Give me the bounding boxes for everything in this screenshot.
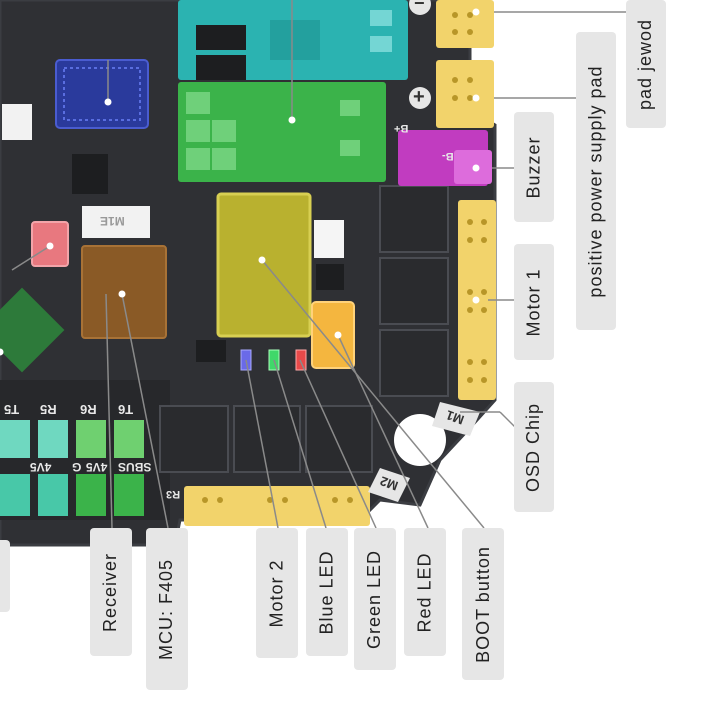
power-pad-positive bbox=[436, 60, 494, 128]
pad-dots bbox=[202, 12, 487, 503]
red-led bbox=[295, 349, 307, 371]
mosfet-r3 bbox=[379, 329, 449, 397]
silk-pad-t6: T6 bbox=[118, 402, 134, 417]
power-pad-top bbox=[436, 0, 494, 48]
label-receiver: Receiver bbox=[90, 528, 132, 656]
pad-green-1 bbox=[76, 420, 106, 458]
label-motor1-text: Motor 1 bbox=[523, 267, 544, 337]
olive-chip bbox=[216, 192, 312, 338]
silk-pad-4v5-b: 4V5 bbox=[86, 460, 108, 474]
orange-boot-button bbox=[311, 301, 355, 369]
component-2 bbox=[196, 340, 226, 362]
minus-circle bbox=[409, 0, 431, 15]
pad-green-4 bbox=[114, 474, 144, 516]
label-blue-led: Blue LED bbox=[306, 528, 348, 656]
navy-chip bbox=[55, 59, 149, 129]
green-pad-7 bbox=[340, 140, 360, 156]
silk-pad-t5: T5 bbox=[4, 402, 20, 417]
label-motor2: Motor 2 bbox=[256, 528, 298, 658]
label-red-led-text: Red LED bbox=[414, 551, 435, 633]
silk-pad-4v5-a: 4V5 bbox=[30, 460, 52, 474]
label-osd-chip-text: OSD Chip bbox=[523, 402, 544, 492]
mosfet-b1 bbox=[159, 405, 229, 473]
label-blue-led-text: Blue LED bbox=[316, 549, 337, 635]
mosfet-b2 bbox=[233, 405, 301, 473]
teal-small-pad-2 bbox=[370, 36, 392, 52]
label-buzzer: Buzzer bbox=[514, 112, 554, 222]
navy-chip-inner bbox=[63, 67, 141, 121]
pad-teal-2 bbox=[38, 420, 68, 458]
teal-small-pad bbox=[370, 10, 392, 26]
chip-top-2 bbox=[196, 55, 246, 80]
white-chip-left bbox=[2, 104, 32, 140]
label-receiver-text: Receiver bbox=[100, 552, 121, 632]
green-pad-5 bbox=[212, 148, 236, 170]
silk-plus: + bbox=[413, 86, 425, 108]
label-osd-chip: OSD Chip bbox=[514, 382, 554, 512]
label-green-led: Green LED bbox=[354, 528, 396, 670]
label-power-pad: pad jewod bbox=[626, 0, 666, 128]
label-motor1: Motor 1 bbox=[514, 244, 554, 360]
label-buzzer-text: Buzzer bbox=[523, 135, 544, 199]
label-boot-button-text: BOOT button bbox=[472, 545, 493, 663]
label-mcu-text: MCU: F405 bbox=[156, 558, 177, 660]
label-positive-power-supply-pad-text: positive power supply pad bbox=[585, 64, 606, 298]
plus-circle bbox=[409, 87, 431, 109]
pad-teal-1 bbox=[0, 420, 30, 458]
silk-chip-code: M1E bbox=[100, 214, 125, 228]
silk-minus: − bbox=[414, 0, 425, 13]
label-red-led: Red LED bbox=[404, 528, 446, 656]
green-pad-3 bbox=[186, 148, 210, 170]
silk-pad-r6: R6 bbox=[80, 402, 97, 417]
label-positive-power-supply-pad: positive power supply pad bbox=[576, 32, 616, 330]
leader-lines bbox=[11, 0, 640, 529]
green-pad-6 bbox=[340, 100, 360, 116]
label-boot-button: BOOT button bbox=[462, 528, 504, 680]
pad-teal-4 bbox=[38, 474, 68, 516]
silk-b-plus: B+ bbox=[394, 122, 409, 134]
teal-subregion bbox=[270, 20, 320, 60]
green-pad-4 bbox=[212, 120, 236, 142]
motor2-pad bbox=[184, 486, 370, 526]
label-motor2-text: Motor 2 bbox=[266, 558, 287, 628]
white-chip-mid bbox=[82, 206, 150, 238]
component-1 bbox=[316, 264, 344, 290]
white-chip-right bbox=[314, 220, 344, 258]
mosfet-r1 bbox=[379, 185, 449, 253]
label-partial-left bbox=[0, 540, 10, 612]
green-pad-2 bbox=[186, 120, 210, 142]
leader-dots bbox=[0, 8, 480, 356]
silk-pad-r5: R5 bbox=[40, 402, 57, 417]
label-mcu: MCU: F405 bbox=[146, 528, 188, 690]
pad-green-2 bbox=[114, 420, 144, 458]
pad-green-3 bbox=[76, 474, 106, 516]
mosfet-b3 bbox=[305, 405, 373, 473]
silk-r3: R3 bbox=[166, 488, 181, 500]
label-green-led-text: Green LED bbox=[364, 549, 385, 649]
mosfet-r2 bbox=[379, 257, 449, 325]
pad-teal-3 bbox=[0, 474, 30, 516]
silk-b-minus: B- bbox=[442, 150, 454, 162]
mounting-hole bbox=[394, 414, 446, 466]
chip-top-1 bbox=[196, 25, 246, 50]
m1-bar bbox=[432, 402, 480, 436]
green-pad-1 bbox=[186, 92, 210, 114]
component-3 bbox=[72, 154, 108, 194]
silk-pad-sbus: SBUS bbox=[118, 460, 152, 474]
label-power-pad-text: pad jewod bbox=[635, 18, 656, 110]
m2-bar bbox=[368, 468, 410, 502]
silk-pad-g: G bbox=[72, 460, 82, 474]
